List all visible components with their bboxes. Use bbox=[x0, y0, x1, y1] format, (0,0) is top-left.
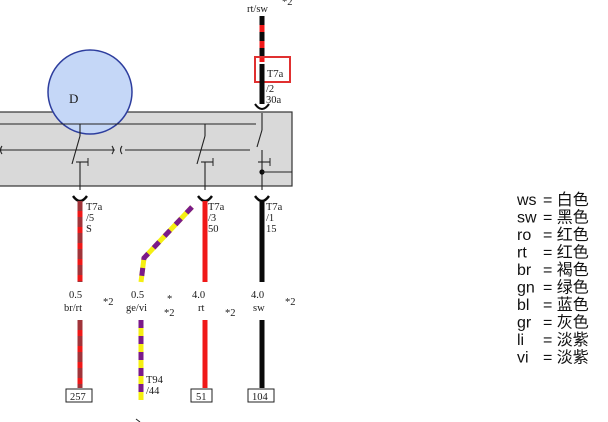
wire1-color: br/rt bbox=[64, 303, 82, 314]
legend-code: li bbox=[517, 332, 524, 349]
pin2-pin: /3 bbox=[208, 213, 216, 224]
pin2-terminal: 50 bbox=[208, 224, 219, 235]
wire-ge-vi-upper-stripe bbox=[138, 205, 194, 283]
legend-text: = 淡紫 bbox=[543, 349, 589, 367]
legend-text: = 红色 bbox=[543, 226, 589, 244]
switch-box bbox=[0, 111, 293, 187]
legend-code: vi bbox=[517, 350, 529, 367]
wire2-note1: * bbox=[167, 294, 172, 305]
legend-code: gr bbox=[517, 315, 532, 332]
switch-ticks bbox=[87, 158, 271, 166]
ref-box-104[interactable] bbox=[247, 388, 275, 403]
legend-text: = 褐色 bbox=[543, 261, 589, 279]
legend-code: gn bbox=[517, 280, 535, 297]
pin1-name: T7a bbox=[86, 202, 103, 213]
wire2-note2: *2 bbox=[164, 308, 175, 319]
legend-text: = 黑色 bbox=[543, 209, 589, 227]
wire3-size: 4.0 bbox=[192, 290, 205, 301]
wire2-size: 0.5 bbox=[131, 290, 144, 301]
legend-text: = 白色 bbox=[543, 191, 589, 209]
legend-text: = 淡紫 bbox=[543, 331, 589, 349]
wire3-color: rt bbox=[198, 303, 204, 314]
top-connector-pin: /2 bbox=[266, 84, 274, 95]
legend-code: ws bbox=[516, 192, 537, 209]
top-wire-label: rt/sw bbox=[247, 4, 268, 15]
wire4-note: *2 bbox=[285, 297, 296, 308]
legend-text: = 绿色 bbox=[543, 279, 589, 297]
component-circle-d[interactable] bbox=[47, 49, 133, 135]
color-legend: ws = 白色 sw = 黑色 ro = 红色 rt = 红色 br = 褐色 gn = 绿色 bl = … bbox=[516, 191, 589, 367]
wire4-color: sw bbox=[253, 303, 265, 314]
wire1-note: *2 bbox=[103, 297, 114, 308]
wire4-size: 4.0 bbox=[251, 290, 264, 301]
legend-code: bl bbox=[517, 297, 529, 314]
ref-257-label: 257 bbox=[70, 392, 86, 403]
pin1-pin: /5 bbox=[86, 213, 94, 224]
legend-code: rt bbox=[517, 245, 527, 262]
legend-code: ro bbox=[517, 227, 531, 244]
top-connector-terminal: 30a bbox=[266, 95, 282, 106]
ref-box-257[interactable] bbox=[65, 388, 93, 403]
switch-mechanism bbox=[0, 113, 270, 190]
pin3-pin: /1 bbox=[266, 213, 274, 224]
ref-box-51[interactable] bbox=[190, 388, 213, 403]
wire2-color: ge/vi bbox=[126, 303, 147, 314]
legend-text: = 灰色 bbox=[543, 314, 589, 332]
top-pin-mark bbox=[254, 103, 270, 110]
wire-ge-vi-upper bbox=[138, 205, 194, 283]
pin-arcs bbox=[72, 195, 270, 203]
ref-104-label: 104 bbox=[252, 392, 269, 403]
legend-text: = 红色 bbox=[543, 244, 589, 262]
legend-code: br bbox=[517, 262, 532, 279]
legend-code: sw bbox=[517, 210, 537, 227]
t94-pin: /44 bbox=[146, 386, 160, 397]
wire1-size: 0.5 bbox=[69, 290, 82, 301]
circle-label: D bbox=[69, 91, 78, 106]
legend-text: = 蓝色 bbox=[543, 296, 589, 314]
top-connector-name: T7a bbox=[267, 69, 284, 80]
t94-name: T94 bbox=[146, 375, 164, 386]
pin3-terminal: 15 bbox=[266, 224, 277, 235]
top-wire-note: *2 bbox=[282, 0, 293, 8]
wire3-note: *2 bbox=[225, 308, 236, 319]
top-connector-highlight[interactable] bbox=[254, 56, 291, 83]
ref-51-label: 51 bbox=[196, 392, 207, 403]
pin3-name: T7a bbox=[266, 202, 283, 213]
pin2-name: T7a bbox=[208, 202, 225, 213]
pin1-terminal: S bbox=[86, 224, 92, 235]
